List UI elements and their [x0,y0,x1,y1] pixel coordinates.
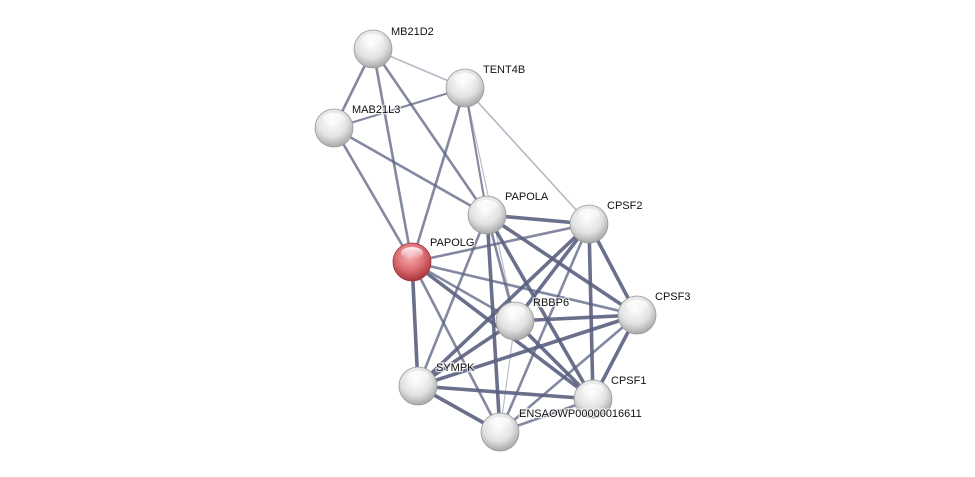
node-label: CPSF3 [655,291,690,303]
node-label: CPSF2 [607,200,642,212]
edge-mab21l3-papolg[interactable] [332,127,414,263]
node-highlight [582,384,604,396]
node-highlight [323,113,345,125]
node-label: RBBP6 [533,297,569,309]
node-highlight [407,371,429,383]
node-label: TENT4B [483,64,525,76]
node-tent4b[interactable]: TENT4B [445,63,526,108]
edge-rbbp6-sympk[interactable] [416,319,517,388]
edge-cpsf2-ensaowp00000016611[interactable] [498,223,591,433]
node-highlight [362,34,384,46]
node-highlight [626,300,648,312]
node-highlight [504,306,526,318]
node-sympk[interactable]: SYMPK [398,361,476,406]
edge-tent4b-papolg[interactable] [410,87,467,263]
node-label: MAB21L3 [352,104,400,116]
edge-papola-sympk[interactable] [416,214,489,387]
node-papola[interactable]: PAPOLA [467,190,550,235]
node-label: MB21D2 [391,26,434,38]
edge-tent4b-mab21l3[interactable] [333,86,466,130]
edge-cpsf2-rbbp6[interactable] [513,222,591,323]
edge-mab21l3-papola[interactable] [333,126,488,217]
edge-tent4b-papola[interactable] [463,87,489,216]
node-cpsf2[interactable]: CPSF2 [569,199,644,244]
edge-papolg-cpsf3[interactable] [411,260,638,317]
node-ensaowp00000016611[interactable]: ENSAOWP00000016611 [480,407,643,452]
edge-mb21d2-papolg[interactable] [371,48,414,263]
edge-sympk-cpsf1[interactable] [417,384,594,401]
node-rbbp6[interactable]: RBBP6 [495,296,570,341]
edge-papolg-ensaowp00000016611[interactable] [410,261,502,433]
node-label: ENSAOWP00000016611 [519,408,642,420]
node-highlight [401,247,423,259]
node-mb21d2[interactable]: MB21D2 [353,25,435,69]
node-label: PAPOLG [430,237,474,249]
node-label: SYMPK [436,362,475,374]
edge-cpsf2-cpsf1[interactable] [587,223,595,400]
edge-papola-cpsf3[interactable] [486,213,638,317]
edge-papolg-cpsf2[interactable] [411,222,590,264]
node-papolg[interactable]: PAPOLG [392,236,476,282]
node-highlight [578,209,600,221]
edge-cpsf3-ensaowp00000016611[interactable] [499,314,638,433]
node-mab21l3[interactable]: MAB21L3 [314,103,402,148]
edge-tent4b-cpsf2[interactable] [464,87,590,225]
node-highlight [476,200,498,212]
node-cpsf1[interactable]: CPSF1 [573,374,648,419]
node-highlight [454,73,476,85]
edge-cpsf3-sympk[interactable] [417,313,638,388]
node-cpsf3[interactable]: CPSF3 [617,290,692,335]
node-label: PAPOLA [505,191,549,203]
edge-papolg-sympk[interactable] [410,261,420,387]
node-label: CPSF1 [611,375,646,387]
node-highlight [489,417,511,429]
edge-cpsf2-sympk[interactable] [416,222,591,388]
edge-rbbp6-cpsf3[interactable] [514,313,638,323]
edge-mb21d2-papola[interactable] [371,48,489,216]
